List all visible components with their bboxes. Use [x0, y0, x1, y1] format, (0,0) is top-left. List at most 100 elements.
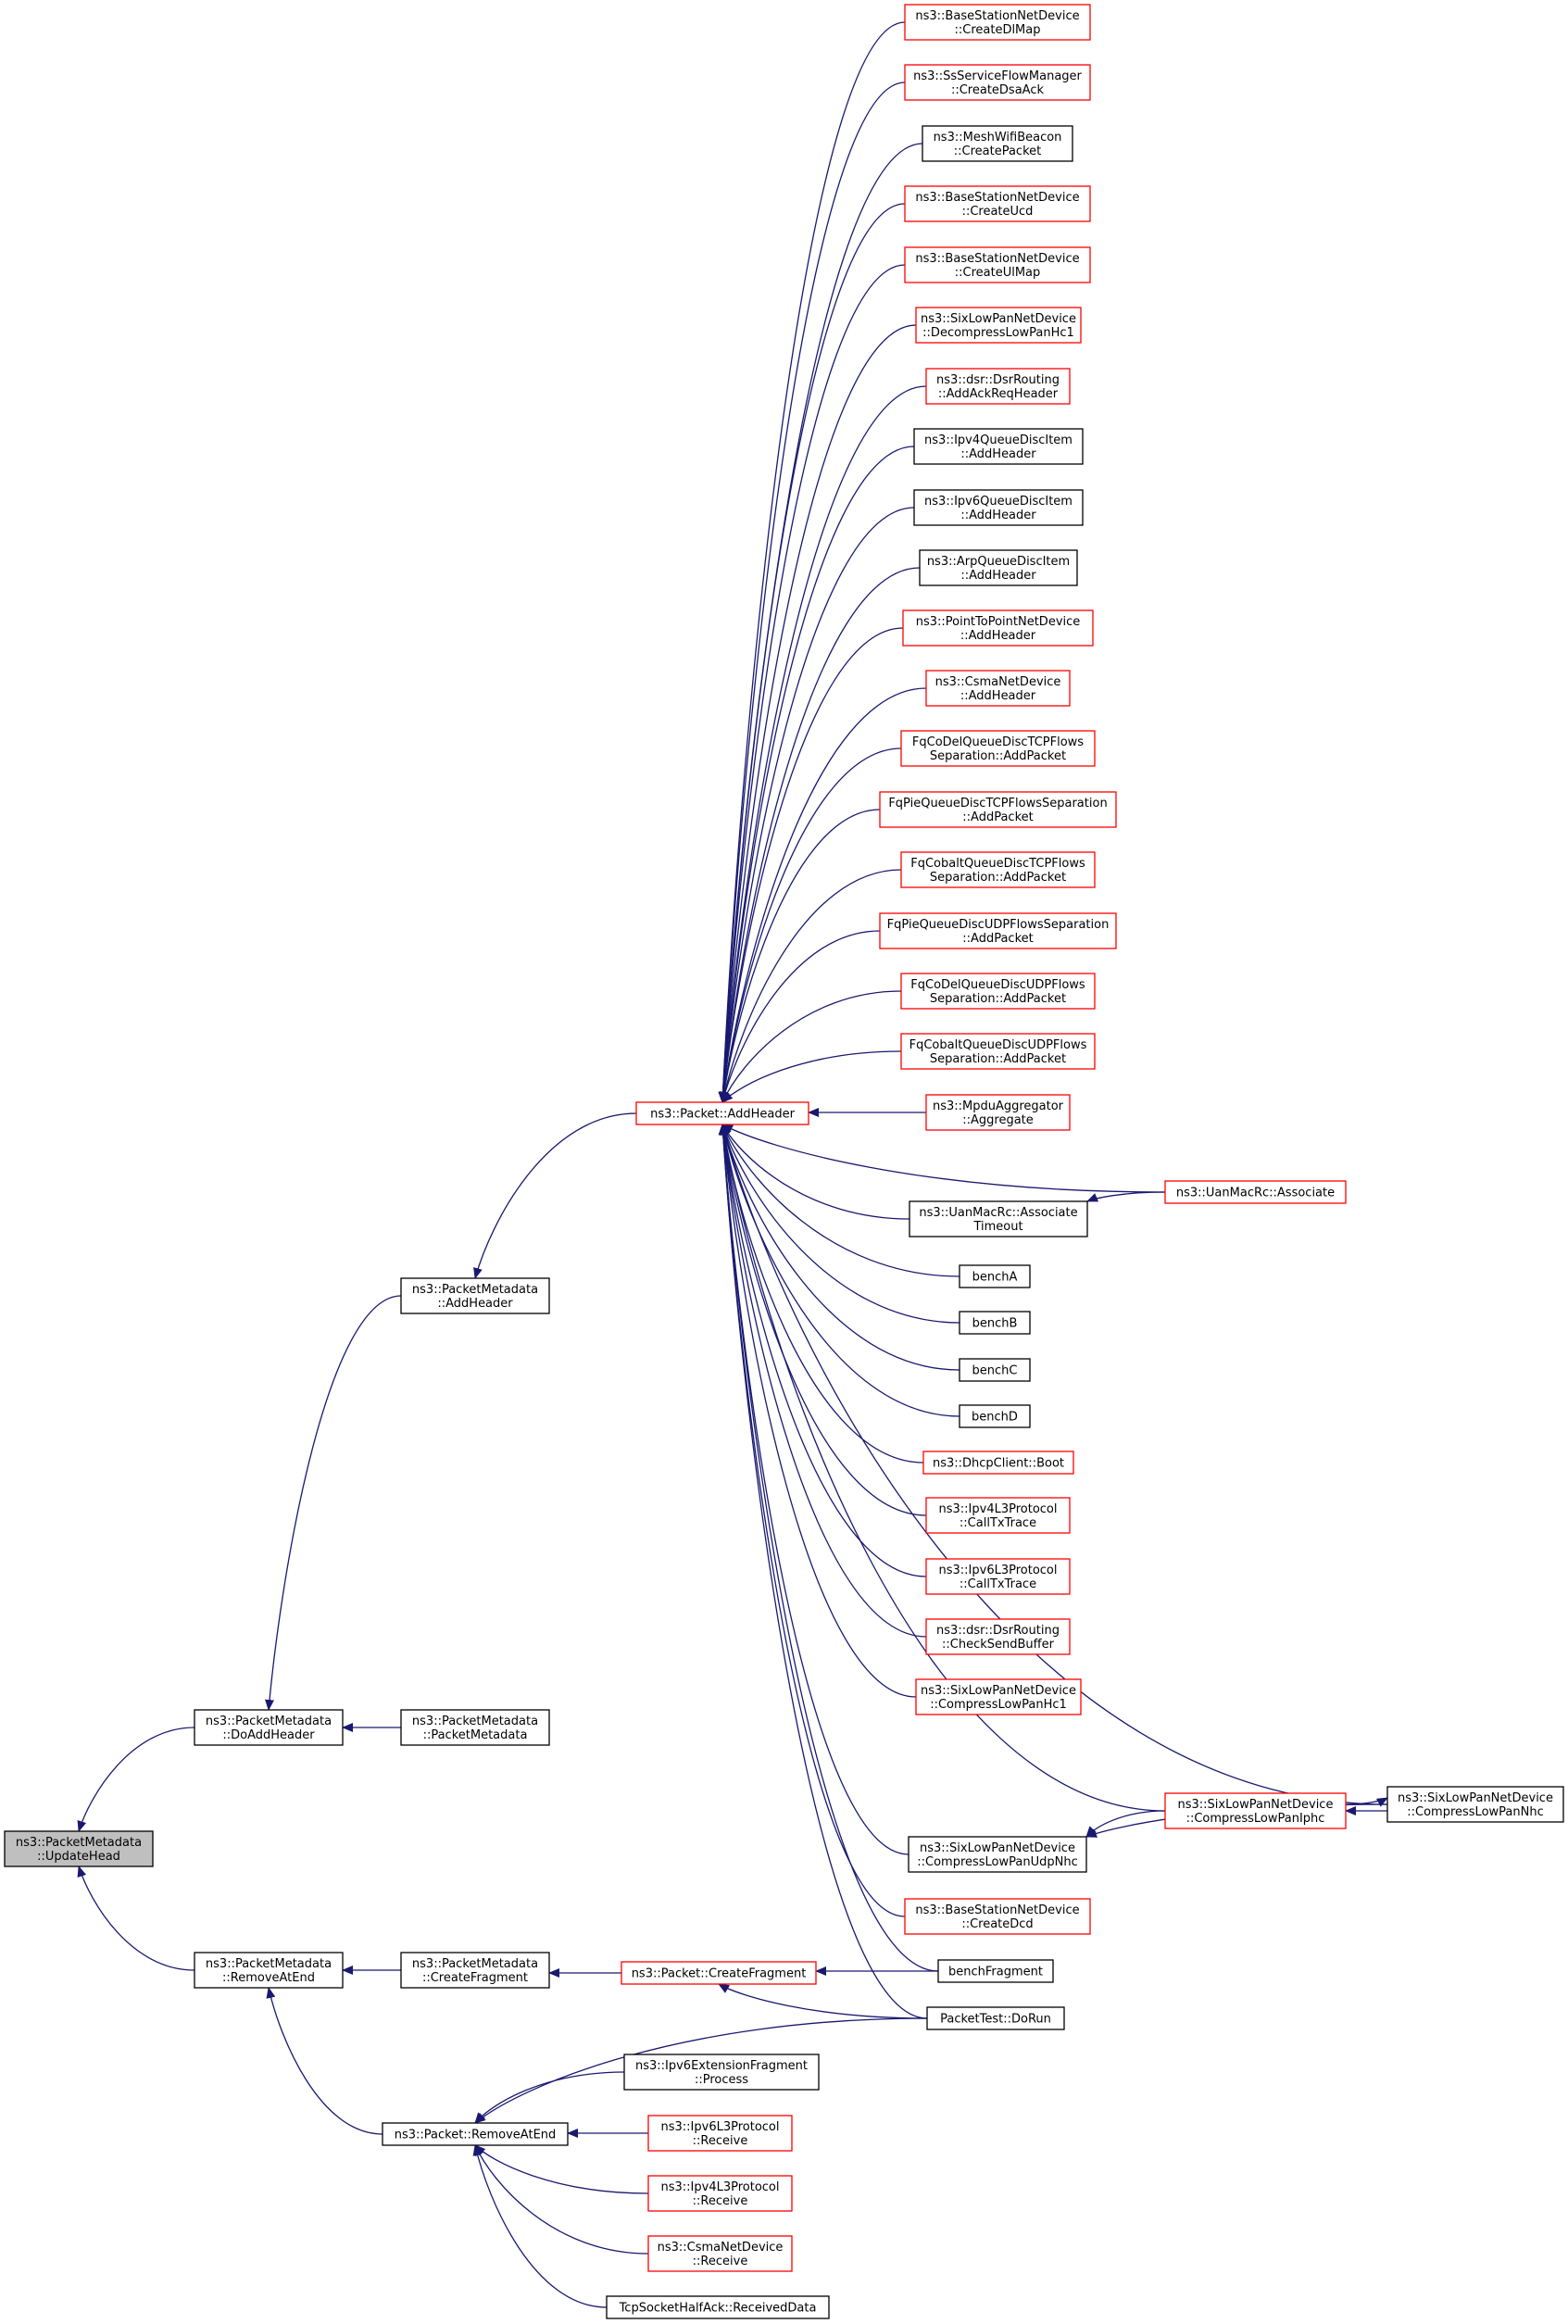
node-box [915, 1678, 1082, 1715]
node-box [915, 307, 1082, 344]
node-label-line: ::UpdateHead [37, 1850, 120, 1864]
node-label-line: ::Receive [693, 2134, 748, 2148]
node-compress-udp-nhc[interactable]: ns3::SixLowPanNetDevice::CompressLowPanU… [908, 1836, 1087, 1873]
node-remove-at-end-md[interactable]: ns3::PacketMetadata::RemoveAtEnd [194, 1952, 344, 1989]
node-label-line: ns3::PacketMetadata [412, 1715, 538, 1728]
node-dhcp-boot[interactable]: ns3::DhcpClient::Boot [922, 1451, 1074, 1475]
node-create-dsa-ack[interactable]: ns3::SsServiceFlowManager::CreateDsaAck [904, 64, 1091, 101]
node-compress-nhc[interactable]: ns3::SixLowPanNetDevice::CompressLowPanN… [1386, 1786, 1564, 1823]
node-label-line: ns3::CsmaNetDevice [658, 2241, 784, 2255]
node-bench-b[interactable]: benchB [959, 1311, 1031, 1335]
node-label-line: ::DecompressLowPanHc1 [922, 326, 1074, 340]
edge-ipv4-receive-to-packet-remove-at-end [474, 2144, 649, 2194]
node-box [913, 428, 1084, 465]
node-box [937, 1959, 1054, 1983]
node-label-line: ns3::SsServiceFlowManager [913, 69, 1082, 83]
node-label-line: ::RemoveAtEnd [222, 1971, 315, 1985]
edge-create-ucd-to-packet-add-header [718, 203, 906, 1103]
node-box [400, 1277, 550, 1314]
node-create-ul-map[interactable]: ns3::BaseStationNetDevice::CreateUlMap [904, 246, 1091, 283]
node-box [925, 1618, 1071, 1655]
node-fq-codel-udp[interactable]: FqCoDelQueueDiscUDPFlowsSeparation::AddP… [900, 973, 1096, 1010]
node-update-head[interactable]: ns3::PacketMetadata::UpdateHead [4, 1830, 154, 1867]
node-label-line: ::AddHeader [960, 447, 1036, 461]
node-box [900, 730, 1096, 767]
node-box [925, 1497, 1071, 1534]
node-label-line: ns3::Ipv4L3Protocol [939, 1502, 1058, 1516]
node-create-packet[interactable]: ns3::MeshWifiBeacon::CreatePacket [922, 125, 1073, 162]
node-decompress-hc1[interactable]: ns3::SixLowPanNetDevice::DecompressLowPa… [915, 307, 1082, 344]
node-mpdu-aggregate[interactable]: ns3::MpduAggregator::Aggregate [925, 1094, 1071, 1131]
node-p2p-add-header[interactable]: ns3::PointToPointNetDevice::AddHeader [902, 609, 1094, 647]
node-bench-c[interactable]: benchC [959, 1358, 1031, 1382]
node-label-line: ns3::ArpQueueDiscItem [927, 555, 1070, 569]
node-ipv6-calltx[interactable]: ns3::Ipv6L3Protocol::CallTxTrace [925, 1558, 1071, 1595]
node-csma-add-header[interactable]: ns3::CsmaNetDevice::AddHeader [925, 670, 1071, 707]
node-ipv6-receive[interactable]: ns3::Ipv6L3Protocol::Receive [647, 2115, 793, 2152]
node-dsr-check-send[interactable]: ns3::dsr::DsrRouting::CheckSendBuffer [925, 1618, 1071, 1655]
edge-fq-pie-udp-to-packet-add-header [720, 930, 881, 1103]
node-fq-pie-udp[interactable]: FqPieQueueDiscUDPFlowsSeparation::AddPac… [879, 912, 1117, 949]
node-label-line: ::CallTxTrace [960, 1516, 1036, 1530]
edge-ipv6-calltx-to-packet-add-header [719, 1124, 927, 1577]
node-arp-qdi[interactable]: ns3::ArpQueueDiscItem::AddHeader [919, 549, 1078, 586]
node-box [904, 185, 1091, 222]
node-label-line: ::CallTxTrace [960, 1577, 1036, 1591]
node-compress-iphc[interactable]: ns3::SixLowPanNetDevice::CompressLowPanI… [1164, 1792, 1347, 1829]
edge-packet-test-dorun-to-packet-add-header [718, 1124, 928, 2019]
node-ipv6-ext-frag[interactable]: ns3::Ipv6ExtensionFragment::Process [623, 2054, 820, 2091]
node-fq-cobalt-tcp[interactable]: FqCobaltQueueDiscTCPFlowsSeparation::Add… [900, 851, 1096, 888]
node-ipv4-qdi[interactable]: ns3::Ipv4QueueDiscItem::AddHeader [913, 428, 1084, 465]
node-box [400, 1709, 550, 1746]
node-packet-add-header[interactable]: ns3::Packet::AddHeader [635, 1101, 809, 1125]
node-box [647, 2175, 793, 2212]
node-ipv6-qdi[interactable]: ns3::Ipv6QueueDiscItem::AddHeader [913, 489, 1084, 526]
node-bench-d[interactable]: benchD [959, 1404, 1031, 1428]
node-label-line: ns3::BaseStationNetDevice [915, 1903, 1079, 1917]
node-fq-cobalt-udp[interactable]: FqCobaltQueueDiscUDPFlowsSeparation::Add… [900, 1033, 1096, 1070]
node-fq-codel-tcp[interactable]: FqCoDelQueueDiscTCPFlowsSeparation::AddP… [900, 730, 1096, 767]
node-pm-add-header[interactable]: ns3::PacketMetadata::AddHeader [400, 1277, 550, 1314]
node-packet-test-dorun[interactable]: PacketTest::DoRun [926, 2006, 1065, 2030]
node-tcp-half-ack[interactable]: TcpSocketHalfAck::ReceivedData [606, 2295, 830, 2319]
node-label-line: Separation::AddPacket [930, 871, 1066, 885]
node-label-line: ns3::Ipv6L3Protocol [661, 2120, 780, 2134]
node-box [922, 125, 1073, 162]
node-bench-a[interactable]: benchA [959, 1264, 1031, 1288]
node-label-line: FqCoDelQueueDiscTCPFlows [912, 735, 1084, 749]
node-label-line: benchB [972, 1317, 1018, 1331]
edge-packet-test-dorun-to-packet-create-fragment [718, 1983, 928, 2019]
edge-bench-c-to-packet-add-header [721, 1124, 960, 1371]
node-fq-pie-tcp[interactable]: FqPieQueueDiscTCPFlowsSeparation::AddPac… [879, 791, 1117, 828]
node-label-line: ns3::BaseStationNetDevice [915, 252, 1079, 266]
node-ipv4-calltx[interactable]: ns3::Ipv4L3Protocol::CallTxTrace [925, 1497, 1071, 1534]
node-bench-fragment[interactable]: benchFragment [937, 1959, 1054, 1983]
node-uan-associate[interactable]: ns3::UanMacRc::Associate [1164, 1180, 1347, 1204]
node-packet-create-fragment[interactable]: ns3::Packet::CreateFragment [621, 1961, 817, 1985]
node-add-ack-req[interactable]: ns3::dsr::DsrRouting::AddAckReqHeader [925, 368, 1071, 405]
node-create-dcd[interactable]: ns3::BaseStationNetDevice::CreateDcd [904, 1898, 1091, 1935]
edge-fq-codel-tcp-to-packet-add-header [719, 747, 902, 1103]
node-box [647, 2235, 793, 2272]
node-csma-receive[interactable]: ns3::CsmaNetDevice::Receive [647, 2235, 793, 2272]
node-label-line: benchC [972, 1364, 1018, 1378]
node-box [400, 1952, 550, 1989]
node-label-line: ns3::PacketMetadata [206, 1957, 332, 1971]
node-do-add-header[interactable]: ns3::PacketMetadata::DoAddHeader [194, 1709, 344, 1746]
node-label-line: ns3::Ipv6ExtensionFragment [635, 2059, 808, 2073]
node-ipv4-receive[interactable]: ns3::Ipv4L3Protocol::Receive [647, 2175, 793, 2212]
edge-create-dsa-ack-to-packet-add-header [718, 82, 906, 1103]
node-packet-remove-at-end[interactable]: ns3::Packet::RemoveAtEnd [382, 2122, 569, 2146]
node-compress-hc1[interactable]: ns3::SixLowPanNetDevice::CompressLowPanH… [915, 1678, 1082, 1715]
node-create-ucd[interactable]: ns3::BaseStationNetDevice::CreateUcd [904, 185, 1091, 222]
node-label-line: ::AddAckReqHeader [938, 387, 1059, 401]
node-create-dl-map[interactable]: ns3::BaseStationNetDevice::CreateDlMap [904, 4, 1091, 41]
edge-bench-fragment-to-packet-add-header [718, 1124, 939, 1972]
node-pm-packet-metadata[interactable]: ns3::PacketMetadata::PacketMetadata [400, 1709, 550, 1746]
node-pm-create-fragment[interactable]: ns3::PacketMetadata::CreateFragment [400, 1952, 550, 1989]
node-label-line: ns3::dsr::DsrRouting [936, 373, 1060, 387]
node-box [959, 1311, 1031, 1335]
edge-compress-iphc-to-packet-add-header [720, 1124, 1166, 1812]
node-box [647, 2115, 793, 2152]
